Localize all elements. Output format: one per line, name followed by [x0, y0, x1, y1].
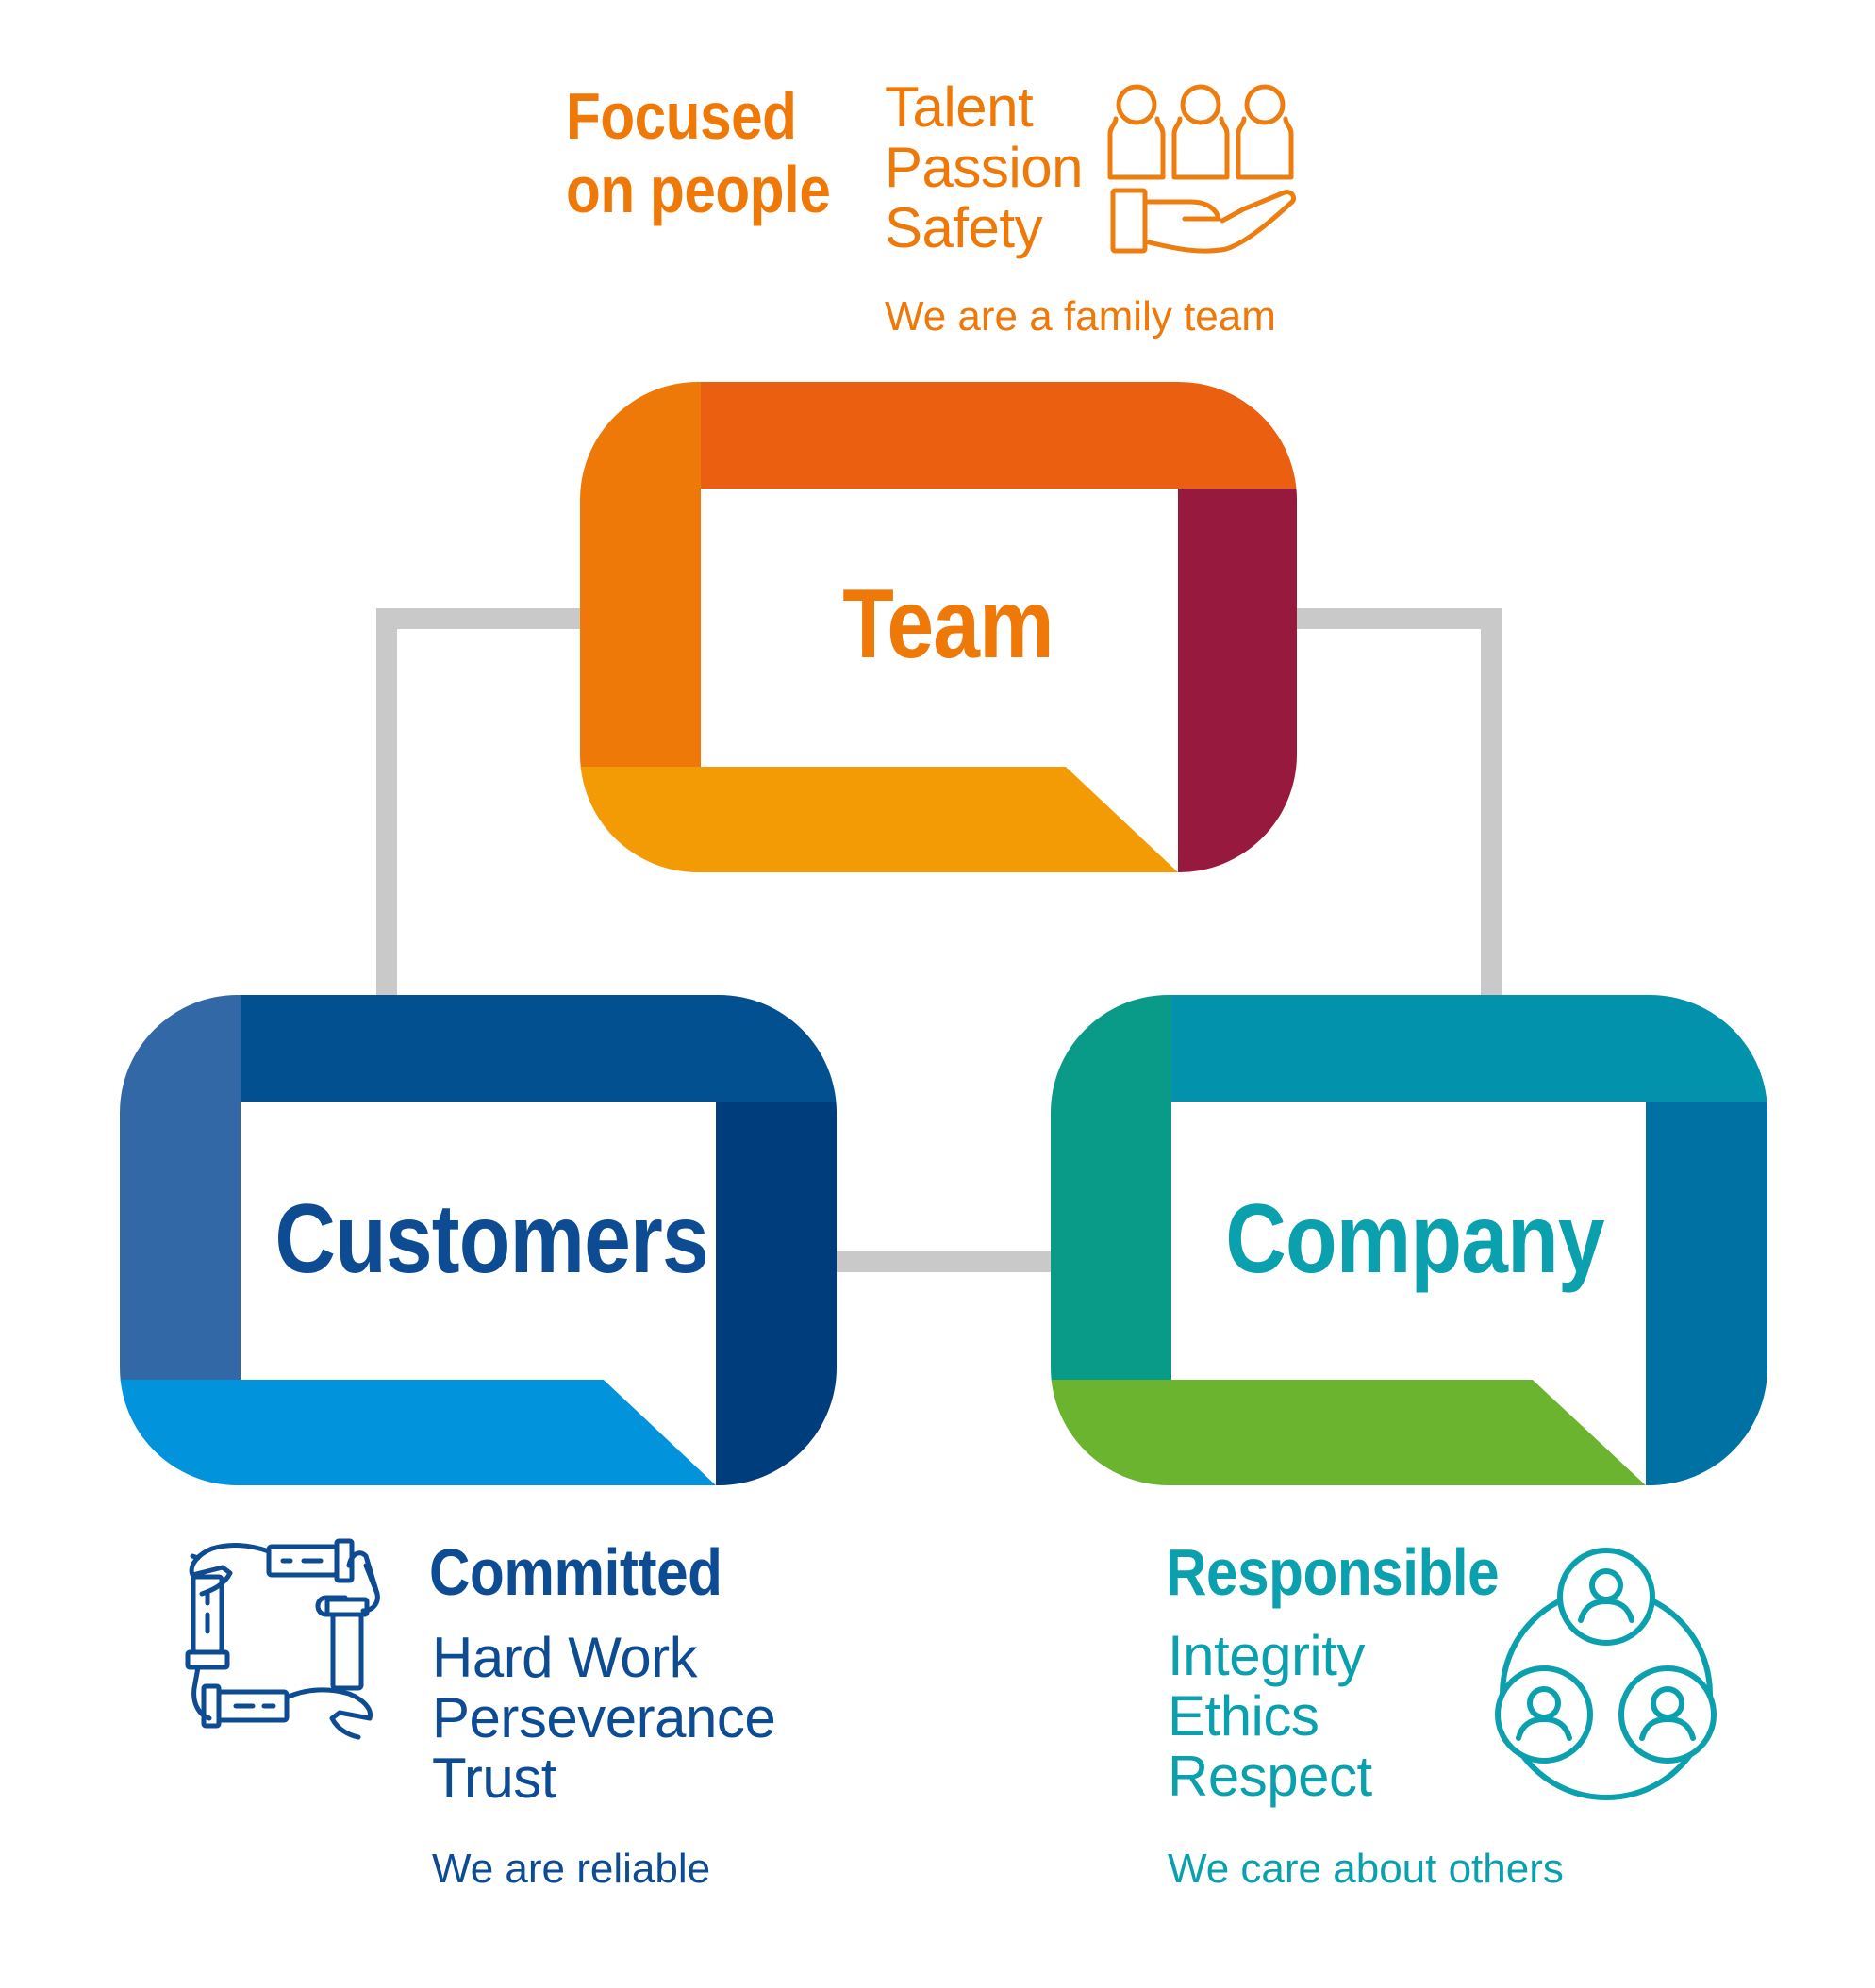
- team-box-inner: [701, 489, 1178, 872]
- customers-box: [120, 995, 837, 1485]
- joined-hands-icon: [185, 1538, 380, 1740]
- team-box-right-segment: [1178, 489, 1297, 872]
- company-value-item: Integrity: [1168, 1624, 1365, 1687]
- company-values-list: Integrity Ethics Respect: [1168, 1626, 1372, 1807]
- customers-value-item: Hard Work: [432, 1626, 698, 1689]
- team-value-item: Safety: [885, 196, 1043, 259]
- team-box: [580, 382, 1297, 872]
- team-value-item: Talent: [885, 75, 1034, 139]
- company-box-bottom-segment: [1051, 1380, 1646, 1485]
- company-box: [1051, 995, 1767, 1485]
- company-tagline: We care about others: [1168, 1846, 1564, 1892]
- customers-heading: Committed: [429, 1535, 722, 1609]
- customers-value-item: Trust: [432, 1747, 556, 1810]
- company-value-item: Ethics: [1168, 1684, 1319, 1748]
- team-box-top-segment: [698, 382, 1297, 489]
- team-box-bottom-segment: [580, 767, 1179, 872]
- company-heading: Responsible: [1166, 1535, 1500, 1609]
- connector-lines: [376, 608, 1502, 1272]
- customers-value-item: Perseverance: [432, 1686, 776, 1749]
- customers-box-left-segment: [120, 995, 241, 1382]
- customers-box-right-segment: [716, 1102, 837, 1485]
- customers-box-inner: [241, 1102, 716, 1485]
- connector-team-customers: [376, 608, 580, 1002]
- team-heading-line1: Focused: [566, 79, 797, 153]
- company-value-item: Respect: [1168, 1745, 1372, 1808]
- connected-people-icon: [1495, 1548, 1717, 1800]
- customers-tagline: We are reliable: [432, 1846, 711, 1892]
- team-box-title: Team: [842, 570, 1054, 679]
- team-heading-line2: on people: [566, 153, 831, 226]
- company-box-left-segment: [1051, 995, 1171, 1382]
- customers-box-title: Customers: [274, 1185, 708, 1294]
- team-value-item: Passion: [885, 136, 1083, 199]
- customers-values-list: Hard Work Perseverance Trust: [432, 1626, 776, 1810]
- company-box-top-segment: [1169, 995, 1767, 1102]
- customers-box-top-segment: [238, 995, 837, 1102]
- company-box-title: Company: [1225, 1185, 1604, 1294]
- people-care-hand-icon: [1107, 84, 1297, 254]
- team-box-left-segment: [580, 382, 701, 769]
- team-values-list: Talent Passion Safety: [885, 77, 1083, 258]
- customers-box-bottom-segment: [120, 1380, 717, 1485]
- connector-team-company: [1292, 608, 1502, 1002]
- company-box-inner: [1171, 1102, 1646, 1485]
- team-tagline: We are a family team: [885, 293, 1276, 340]
- company-box-right-segment: [1646, 1102, 1767, 1485]
